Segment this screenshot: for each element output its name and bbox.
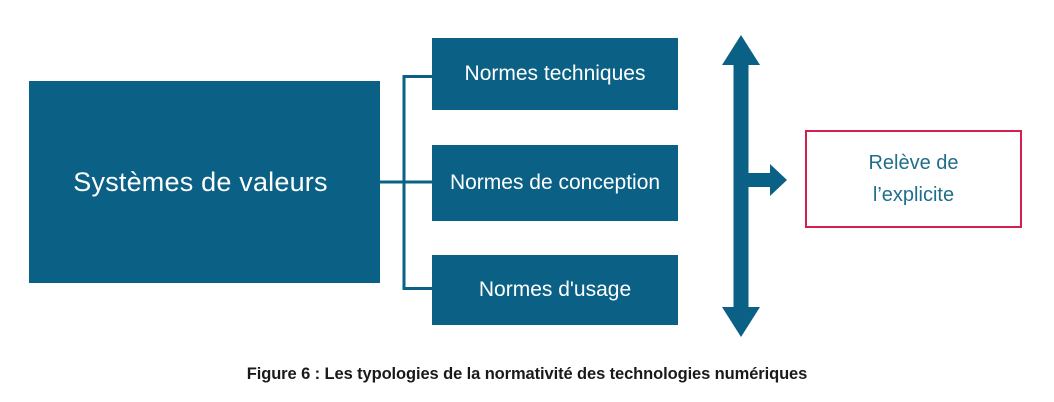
- right-pointing-arrow: [748, 164, 787, 196]
- norm-box-0-label: Normes techniques: [464, 62, 646, 85]
- figure-caption: Figure 6 : Les typologies de la normativ…: [246, 365, 808, 383]
- arrow-group: [722, 35, 787, 337]
- outcome-box-releve-de-lexplicite: Relève de l’explicite: [805, 130, 1022, 228]
- norm-box-1-label-line1: Normes de: [449, 171, 553, 195]
- bracket-connector: [380, 75, 432, 290]
- root-box-label: Systèmes de valeurs: [73, 166, 328, 197]
- outcome-box-label-line2: l’explicite: [872, 184, 955, 206]
- root-box-systemes-de-valeurs: Systèmes de valeurs: [29, 81, 380, 283]
- norm-box-normes-de-conception: Normes de conception: [432, 145, 678, 221]
- norm-box-normes-dusage: Normes d'usage: [432, 255, 678, 325]
- norm-box-1-label-line2: conception: [558, 171, 661, 195]
- norm-box-2-label: Normes d'usage: [478, 278, 632, 301]
- outcome-box-label-line1: Relève de: [868, 151, 959, 174]
- double-headed-vertical-arrow: [722, 35, 760, 337]
- outcome-box-label-wrap: Relève de l’explicite: [868, 147, 958, 212]
- norm-box-normes-techniques: Normes techniques: [432, 38, 678, 110]
- norm-box-1-label-wrap: Normes de conception: [450, 170, 660, 196]
